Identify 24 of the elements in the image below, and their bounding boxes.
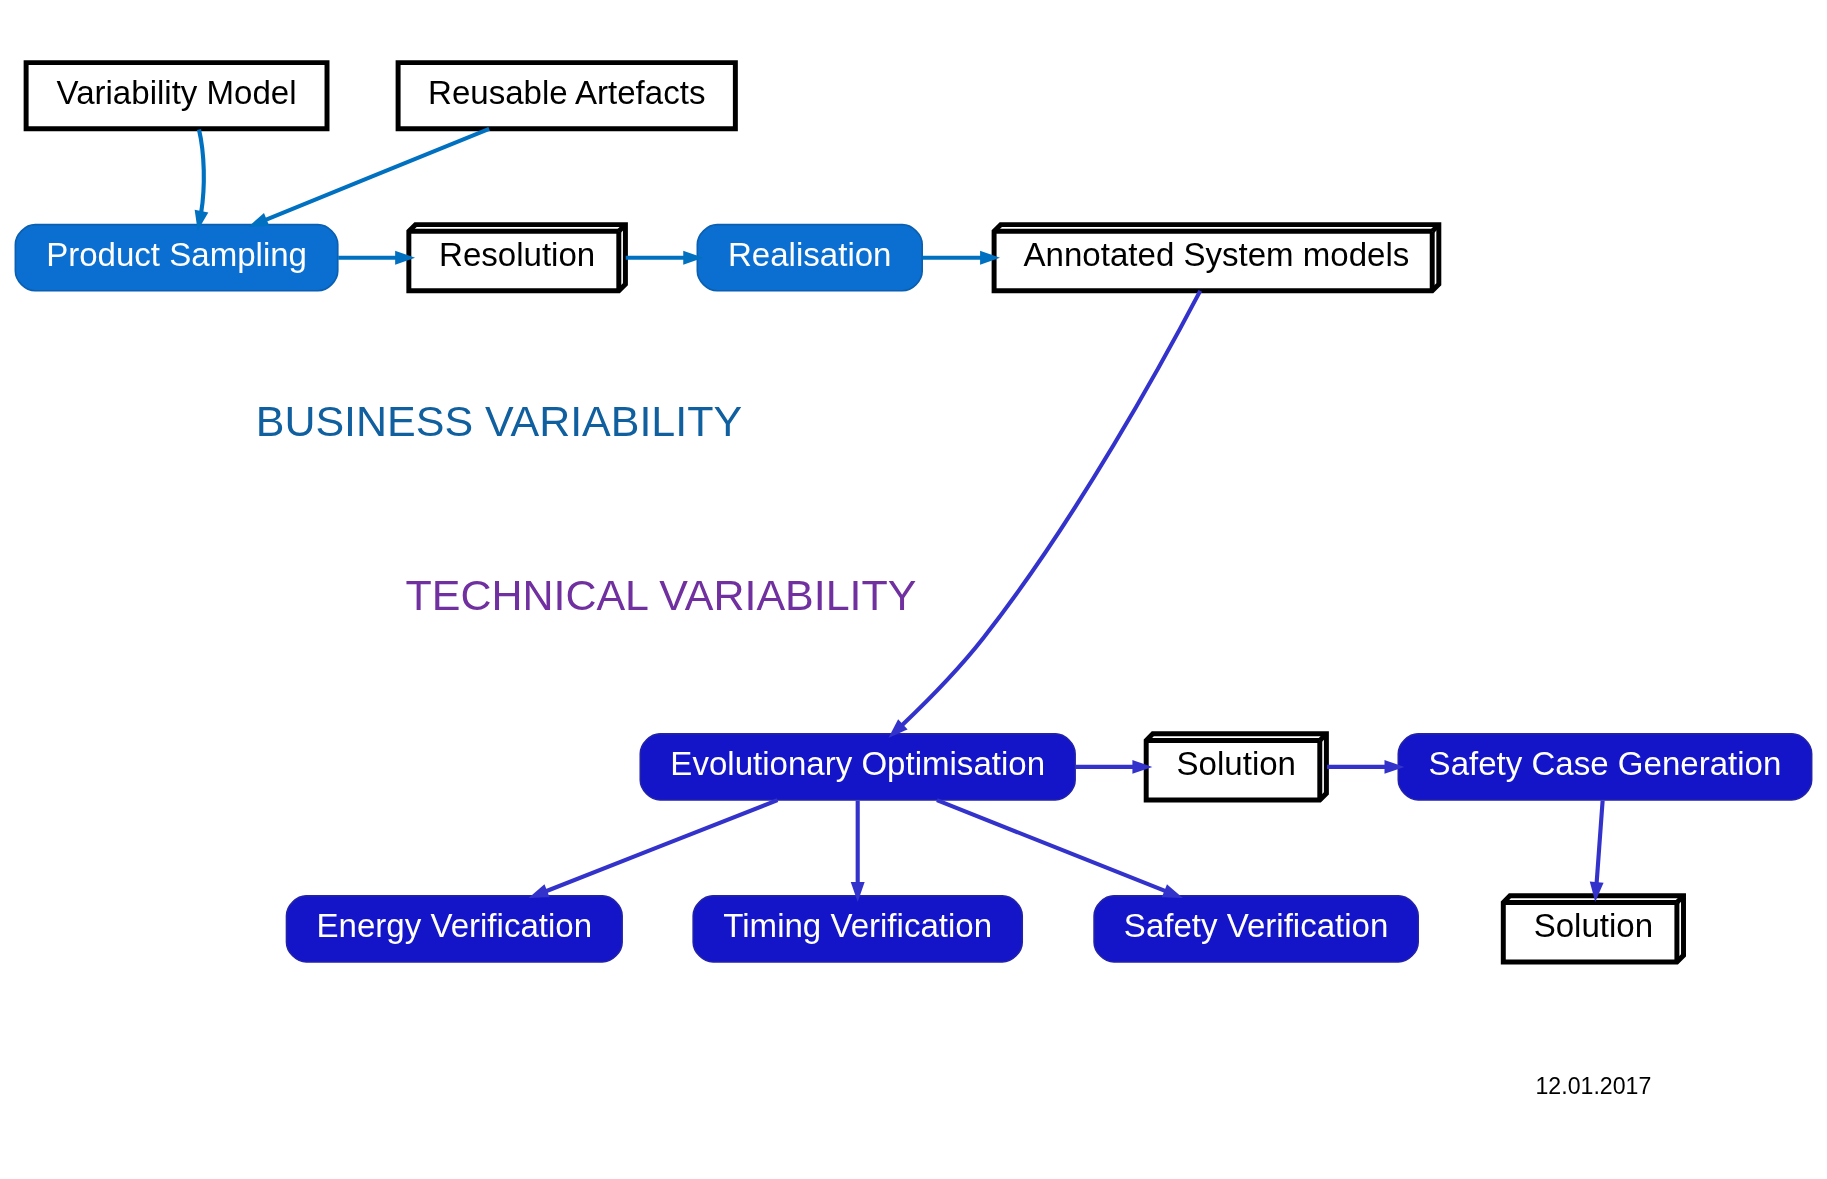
arrow [888,289,1203,738]
arrow [1075,759,1153,774]
arrow [194,128,209,231]
arrow [1589,800,1605,902]
node-box: Evolutionary Optimisation [639,732,1076,801]
node-box: Realisation [696,223,923,292]
node-box: Variability Model [23,59,330,131]
node-box: Product Sampling [14,223,339,292]
arrow [936,797,1183,898]
arrow [338,250,416,265]
arrow [922,250,1000,265]
node-box: Energy Verification [285,894,623,963]
node-box: Reusable Artefacts [395,59,738,131]
arrow [528,797,779,898]
label: 12.01.2017 [1535,1072,1652,1099]
arrow [1327,759,1405,774]
node-box: Safety Verification [1093,894,1419,963]
arrow [625,250,704,265]
arrow [850,800,865,902]
label: TECHNICAL VARIABILITY [405,570,917,619]
label: BUSINESS VARIABILITY [255,396,743,445]
node-box: Safety Case Generation [1397,732,1813,801]
node-box: Timing Verification [692,894,1024,963]
arrow [248,126,490,227]
